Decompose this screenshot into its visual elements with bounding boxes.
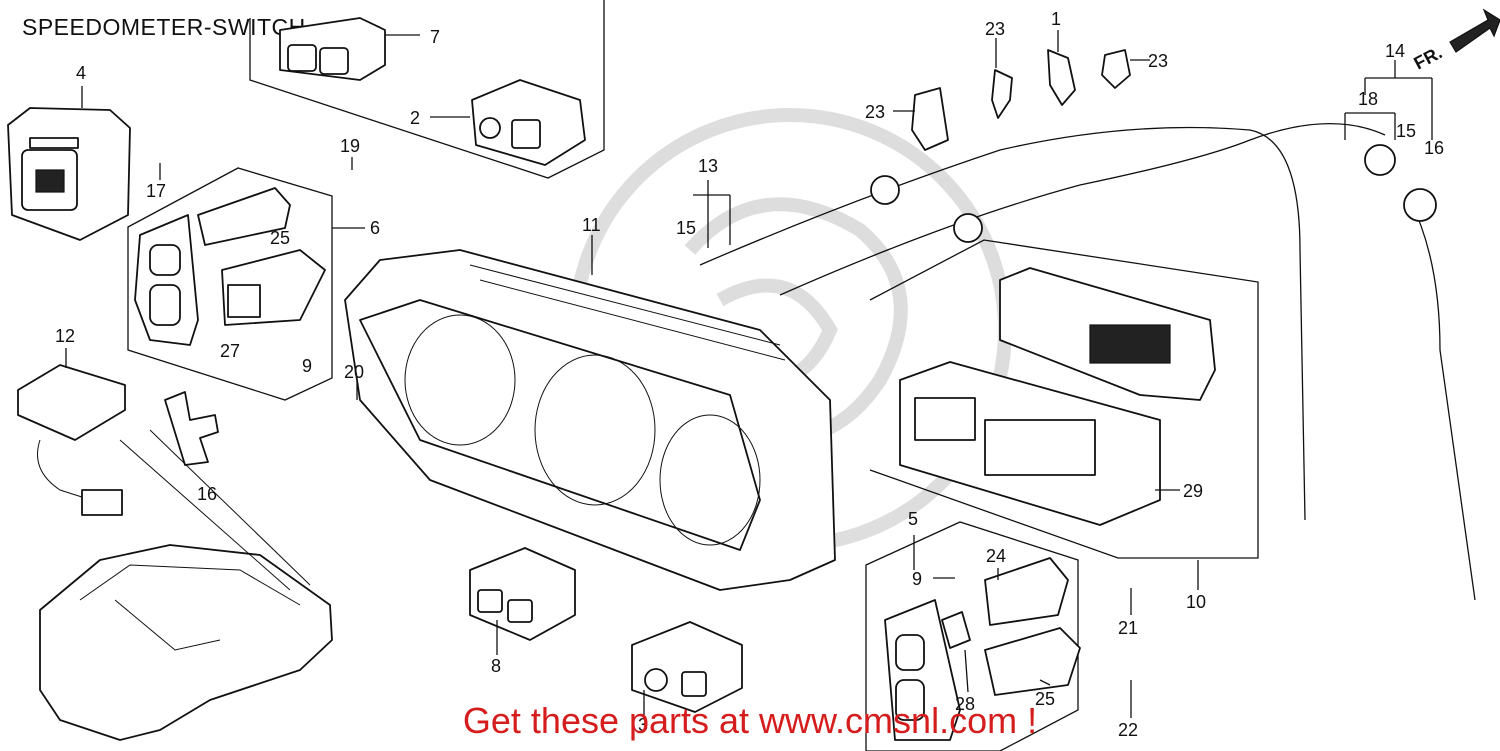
part-14-module <box>17 364 126 516</box>
part-10-control <box>999 267 1216 401</box>
label-7: 7 <box>430 27 440 47</box>
diagram-title: SPEEDOMETER-SWITCH <box>22 14 306 40</box>
label-4: 4 <box>76 63 86 83</box>
fr-direction-arrow: FR. <box>1410 8 1500 74</box>
car-outline <box>39 429 333 741</box>
part-29-bezel <box>899 361 1161 526</box>
part-2-dimmer <box>471 79 586 166</box>
label-9-b: 9 <box>912 569 922 589</box>
fr-label: FR. <box>1410 42 1445 73</box>
label-23-c: 21 <box>1118 618 1138 638</box>
label-12: 13 <box>698 156 718 176</box>
group-boxes <box>127 0 1259 751</box>
part-6-panel <box>134 187 326 346</box>
label-1: 1 <box>1051 9 1061 29</box>
label-17: 18 <box>1358 89 1378 109</box>
part-18-bracket <box>164 391 219 466</box>
label-29: 29 <box>1183 481 1203 501</box>
label-21: 23 <box>985 19 1005 39</box>
part-4-housing <box>7 107 131 241</box>
label-24: 24 <box>986 546 1006 566</box>
leader-lines <box>65 30 1433 718</box>
label-22: 23 <box>865 102 885 122</box>
label-8: 8 <box>491 656 501 676</box>
label-9-a: 9 <box>302 356 312 376</box>
label-18: 16 <box>197 484 217 504</box>
part-3-switch <box>631 621 743 713</box>
label-23-b: 20 <box>344 362 364 382</box>
speedometer-cables <box>699 123 1476 601</box>
part-7-switch <box>279 17 386 81</box>
label-10: 10 <box>1186 592 1206 612</box>
label-2: 2 <box>410 108 420 128</box>
label-19: 17 <box>146 181 166 201</box>
label-3: 3 <box>638 715 648 735</box>
part-8-switch <box>469 547 576 641</box>
label-27: 28 <box>955 694 975 714</box>
label-11: 11 <box>582 215 601 235</box>
label-14: 12 <box>55 326 75 346</box>
part-5-panel <box>884 557 1081 741</box>
label-20: 23 <box>1148 51 1168 71</box>
label-23-d: 22 <box>1118 720 1138 740</box>
label-28: 27 <box>220 341 240 361</box>
part-11-cluster <box>344 249 836 591</box>
label-26: 25 <box>270 228 290 248</box>
clips <box>911 49 1131 151</box>
label-5: 5 <box>908 509 918 529</box>
promo-link-text[interactable]: Get these parts at www.cmsnl.com ! <box>462 700 1038 741</box>
label-25: 25 <box>1035 689 1055 709</box>
part-labels: 7 2 4 17 19 6 25 27 9 12 20 16 11 13 15 … <box>55 9 1444 740</box>
label-13: 14 <box>1385 41 1405 61</box>
label-15-b: 15 <box>1396 121 1416 141</box>
label-23-a: 19 <box>340 136 360 156</box>
label-16: 16 <box>1424 138 1444 158</box>
label-15-a: 15 <box>676 218 696 238</box>
label-6: 6 <box>370 218 380 238</box>
